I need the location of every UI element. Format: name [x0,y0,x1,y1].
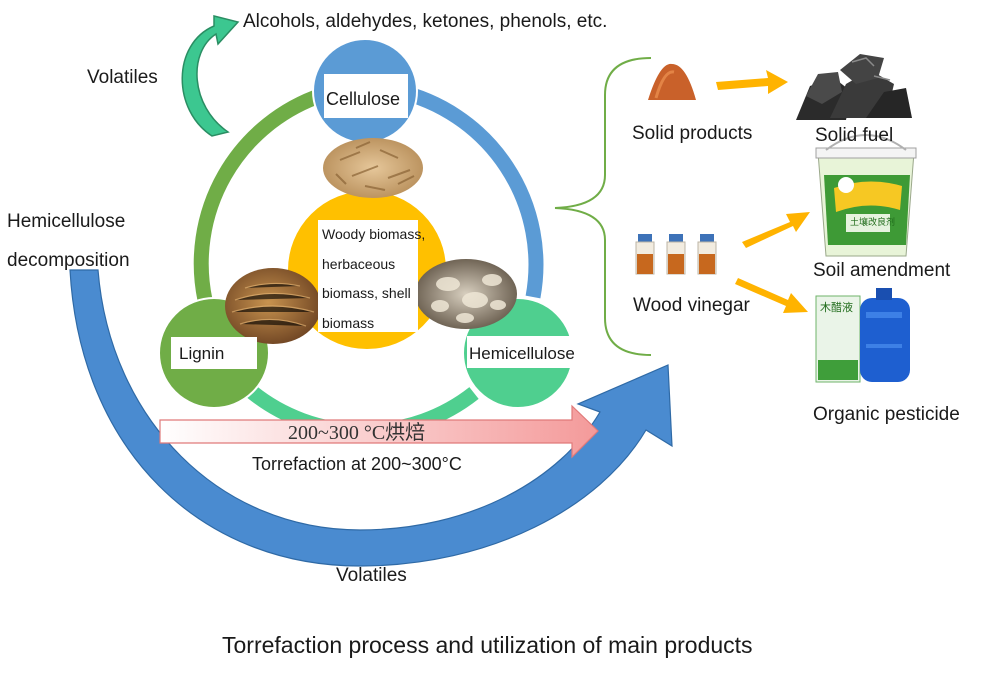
figure-caption: Torrefaction process and utilization of … [222,632,753,658]
top-products-label: Alcohols, aldehydes, ketones, phenols, e… [243,11,608,32]
soil-amendment-label: Soil amendment [813,260,951,281]
lignin-label: Lignin [179,344,225,363]
arrow-to-soil-amendment [742,212,810,248]
solid-fuel-label: Solid fuel [815,125,894,146]
center-label-line3: biomass, shell [322,285,411,301]
solid-product-pile-image [648,63,696,100]
soil-amendment-bucket-image [815,134,917,257]
wood-vinegar-label: Wood vinegar [633,295,750,316]
center-label-line4: biomass [322,315,375,331]
wood-vinegar-vials-image [635,234,717,275]
torrefaction-label: Torrefaction at 200~300°C [252,454,462,474]
hemicellulose-label-box [467,336,577,368]
center-label-line2: herbaceous [322,256,396,272]
organic-pesticide-label: Organic pesticide [813,404,960,425]
lignin-label-box [171,337,257,369]
volatiles-bottom-arrow [69,269,673,567]
volatiles-top-label: Volatiles [87,67,158,88]
products-brace [554,57,652,356]
solid-products-label: Solid products [632,123,753,144]
shells-image [415,259,517,329]
torrefaction-chinese-label: 200~300 °C烘焙 [288,422,426,444]
hemicellulose-node-label: Hemicellulose [469,344,575,363]
volatiles-bottom-label: Volatiles [336,565,407,586]
volatiles-top-arrow [181,15,240,137]
cellulose-label: Cellulose [326,89,401,109]
ring-arc-green [193,87,325,302]
bucket-product-text: 土壤改良剂 [850,217,896,227]
arrow-to-solid-fuel [716,70,788,94]
product-arrows [716,70,810,313]
jug-product-text: 木醋液 [820,302,853,314]
center-label-box [318,220,418,332]
cellulose-label-box [324,74,408,118]
coal-image [792,50,912,120]
center-label-line1: Woody biomass, [322,226,426,242]
hemicellulose-decomposition-label-line2: decomposition [7,250,130,271]
ring-arc-blue [395,83,544,299]
straw-bale-image [225,268,321,344]
wood-chips-image [323,138,423,198]
hemicellulose-decomposition-label-line1: Hemicellulose [7,211,126,232]
organic-pesticide-jug-image [815,288,912,386]
torrefaction-arrow [159,404,599,459]
arrow-to-organic-pesticide [735,278,808,313]
